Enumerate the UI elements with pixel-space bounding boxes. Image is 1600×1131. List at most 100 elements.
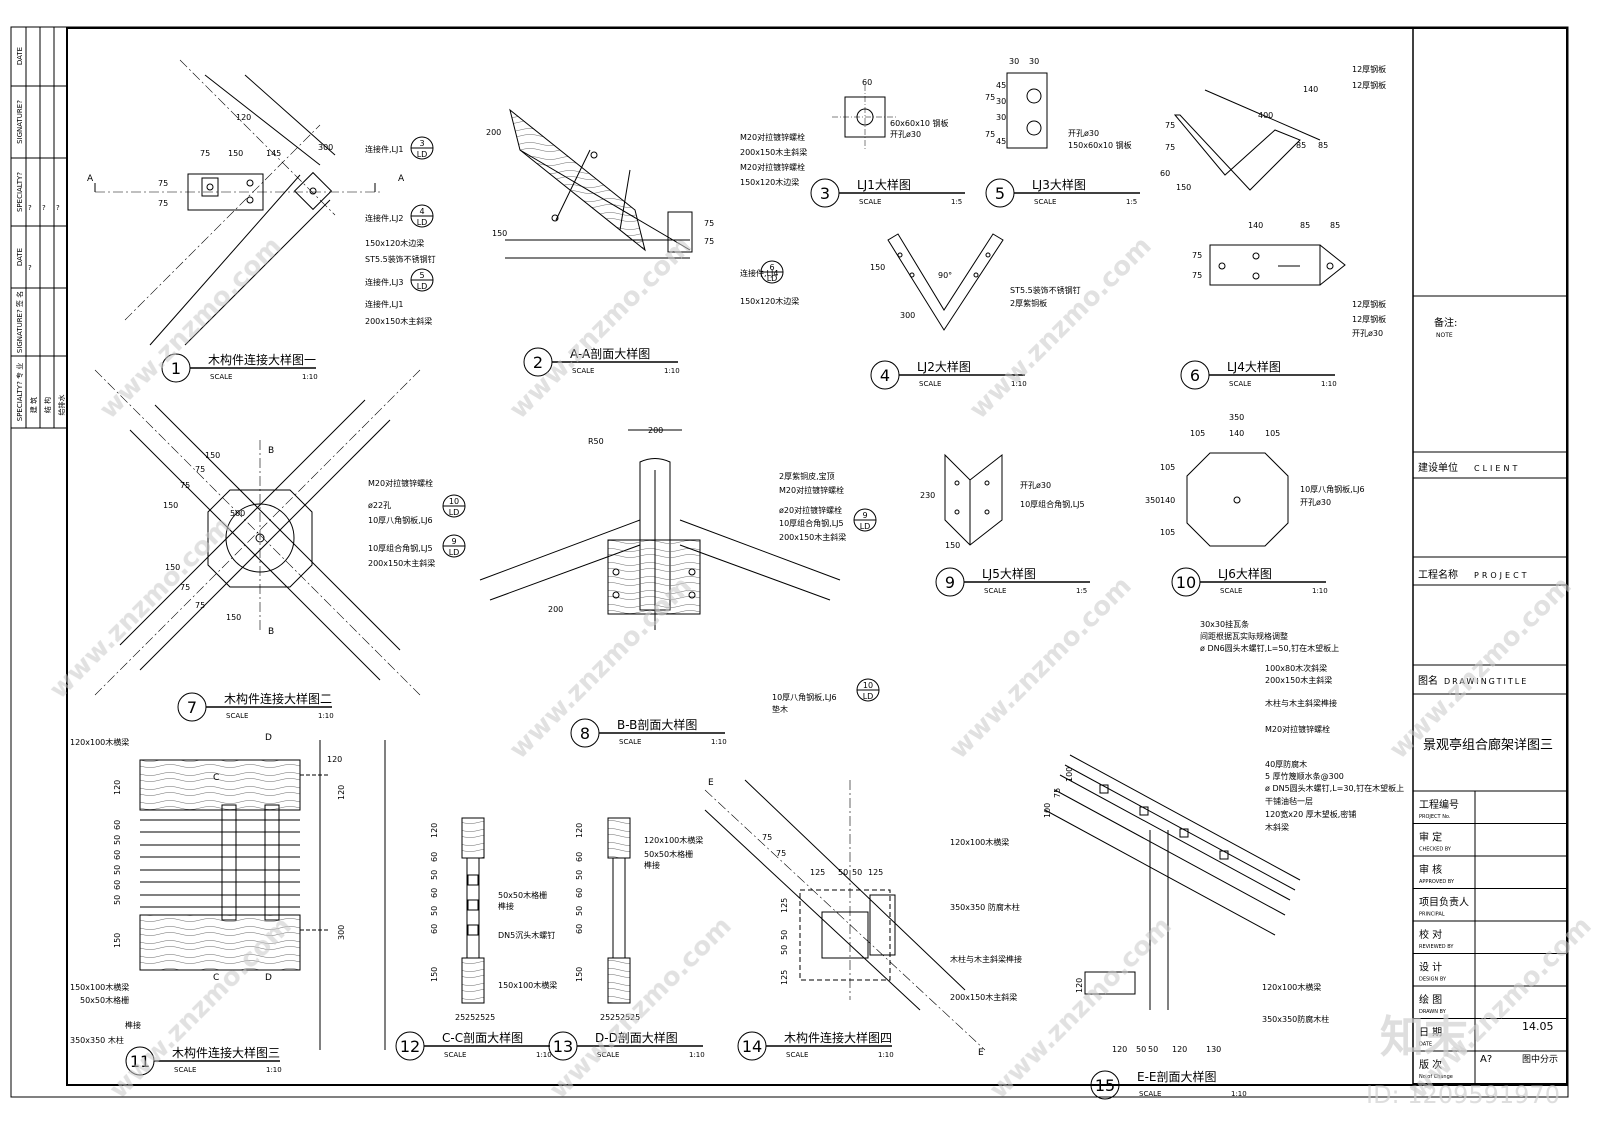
section-mark-c: C	[213, 773, 219, 783]
detail-number: 10	[1176, 573, 1196, 592]
dim-d11: 120	[337, 785, 346, 800]
detail-3-drawing	[832, 85, 898, 150]
dim-d5: 45	[996, 137, 1006, 146]
section-mark-b: B	[268, 627, 274, 637]
dim-d10: 105	[1160, 528, 1175, 537]
scale-label: SCALE	[444, 1051, 466, 1059]
ref-number: 10	[449, 497, 459, 506]
detail-title: LJ4大样图	[1227, 359, 1281, 374]
detail-title: C-C剖面大样图	[442, 1030, 523, 1045]
dim-d5: 75	[985, 93, 995, 102]
scale-value: 1:10	[1312, 587, 1328, 595]
label-d8: 垫木	[772, 704, 788, 714]
dim-d7: 500	[230, 509, 245, 518]
dim-d14: 50	[780, 945, 789, 955]
row-label: 工程编号	[1419, 798, 1459, 811]
drawing-title-en: DRAWINGTITLE	[1444, 677, 1528, 686]
dim-d11: 120	[327, 755, 342, 764]
scale-value: 1:10	[664, 367, 680, 375]
dim-d12: 60	[430, 924, 439, 934]
row-label: 日 期	[1419, 1027, 1442, 1039]
dim-d7: 150	[205, 451, 220, 460]
scale-value: 1:10	[318, 712, 334, 720]
scale-label: SCALE	[1220, 587, 1242, 595]
label-d2: M20对拉镀锌螺栓	[740, 132, 805, 142]
ref-text-detail-1: 3 LD 4 LD 5 LD	[417, 139, 428, 291]
dim-d5: 30	[996, 113, 1006, 122]
scale-value: 1:5	[1076, 587, 1087, 595]
dim-d12: 25	[485, 1013, 495, 1022]
dim-d4: 150	[870, 263, 885, 272]
dim-d6: 75	[1192, 251, 1202, 260]
dim-d12: 25	[475, 1013, 485, 1022]
scale-label: SCALE	[919, 380, 941, 388]
label-d13: 120x100木横梁	[644, 835, 703, 845]
scale-value: 1:10	[1321, 380, 1337, 388]
label-d10: 10厚八角钢板,LJ6	[1300, 484, 1365, 494]
dim-d14: 75	[762, 833, 772, 842]
label-d11: 150x100木横梁	[70, 982, 129, 992]
sheet-value: 图中分示	[1522, 1053, 1558, 1065]
dim-d5: 30	[1029, 57, 1039, 66]
row-label-en: DESIGN BY	[1419, 977, 1447, 983]
date-value: 14.05	[1522, 1020, 1554, 1033]
dim-d3: 60	[862, 78, 872, 87]
scale-value: 1:10	[689, 1051, 705, 1059]
discipline-plumb: 给排水	[57, 395, 66, 416]
label-d2: 150x120木边梁	[740, 296, 799, 306]
scale-label: SCALE	[619, 738, 641, 746]
detail-number: 14	[742, 1037, 762, 1056]
scale-label: SCALE	[786, 1051, 808, 1059]
dim-d15: 120	[1075, 978, 1084, 993]
ref-number: 5	[419, 271, 424, 280]
dim-d15: 100	[1043, 803, 1052, 818]
detail-15-text: 30x30挂瓦条 间距根据瓦实际规格调整 ø DN6圆头木螺钉,L=50,钉在木…	[1043, 619, 1404, 1054]
label-d11: 350x350 木柱	[70, 1035, 124, 1045]
dim-d10: 105	[1265, 429, 1280, 438]
detail-title: 木构件连接大样图二	[224, 691, 332, 706]
label-d4: 2厚紫铜板	[1010, 298, 1047, 308]
label-d9: 开孔ø30	[1020, 481, 1051, 490]
label-d15: 木柱与木主斜梁榫接	[1265, 698, 1337, 708]
scale-value: 1:5	[951, 198, 962, 206]
ref-sheet: LD	[417, 150, 428, 159]
dim-d9: 150	[945, 541, 960, 550]
label-d15: 120宽x20 厚木望板,密铺	[1265, 809, 1356, 819]
detail-11-text: 120x100木横梁 150x100木横梁 50x50木格栅 榫接 350x35…	[70, 733, 346, 1045]
dim-d15: 120	[1112, 1045, 1127, 1054]
dim-d5: 75	[985, 130, 995, 139]
dim-d9: 230	[920, 491, 935, 500]
scale-value: 1:10	[302, 373, 318, 381]
dim-d11: 50	[113, 865, 122, 875]
title-block-row: 设 计 DESIGN BY	[1413, 961, 1567, 987]
section-mark-e: E	[978, 1048, 984, 1058]
label-d7: ø22孔	[368, 501, 391, 510]
dim-d14: 75	[776, 849, 786, 858]
dim-d6: 75	[1165, 121, 1175, 130]
row-label: 设 计	[1419, 961, 1442, 974]
detail-1-text: A A 连接件,LJ1 连接件,LJ2 150x120木边梁 ST5.5装饰不锈…	[87, 113, 436, 326]
label-d6: 12厚钢板	[1352, 80, 1386, 90]
ref-number: 4	[419, 207, 424, 216]
detail-title: 木构件连接大样图一	[208, 352, 316, 367]
strip-row-3: SPECIALTY?	[16, 172, 24, 212]
detail-number: 13	[553, 1037, 573, 1056]
label-d6: 12厚钢板	[1352, 64, 1386, 74]
row-label-en: PROJECT No.	[1419, 814, 1451, 820]
detail-number: 5	[995, 184, 1005, 203]
label-d14: 木柱与木主斜梁榫接	[950, 954, 1022, 964]
label-d14: 350x350 防腐木柱	[950, 902, 1020, 912]
strip-mark-4: ?	[28, 264, 32, 272]
row-label-en: DATE	[1419, 1042, 1432, 1048]
